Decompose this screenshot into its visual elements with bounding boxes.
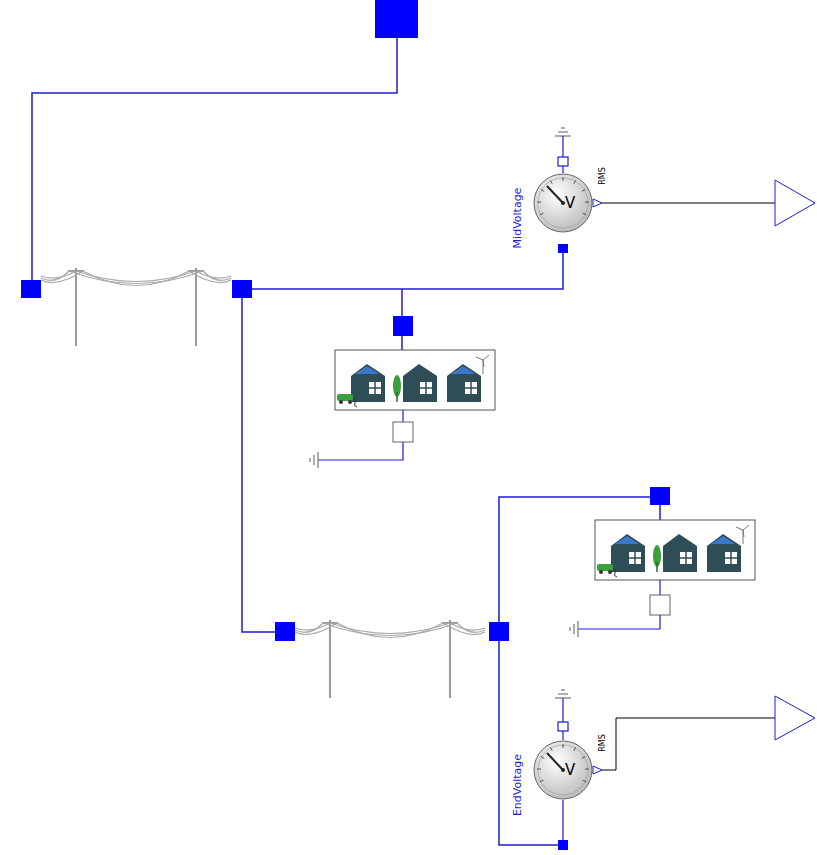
dial-tick xyxy=(541,756,544,758)
line-1 xyxy=(41,268,231,346)
dial-tick xyxy=(541,189,544,191)
voltmeter-dial xyxy=(533,173,593,233)
dial-ring xyxy=(538,178,588,228)
voltmeter-node: EndVoltageVRMS xyxy=(533,740,593,800)
outputs xyxy=(593,180,815,774)
line-2 xyxy=(295,620,485,698)
dial-tick xyxy=(550,180,552,183)
dial-hub xyxy=(561,201,565,205)
dial-tick xyxy=(537,201,541,202)
meter-rms-label: RMS xyxy=(599,734,607,752)
meter-rms-label: RMS xyxy=(599,167,607,185)
wires xyxy=(32,38,660,845)
connector-squares xyxy=(21,0,670,850)
dial-needle xyxy=(547,186,563,203)
dial-tick xyxy=(583,780,587,782)
dial-tick xyxy=(537,768,541,769)
dial-tick xyxy=(582,756,585,758)
dial-tick xyxy=(583,213,587,215)
dial-needle xyxy=(547,753,563,770)
dial-hub xyxy=(561,768,565,772)
dial-tick xyxy=(574,180,576,183)
dial-tick xyxy=(563,744,564,748)
houses-end xyxy=(595,520,755,580)
dial-tick xyxy=(582,189,585,191)
voltmeter-dial xyxy=(533,740,593,800)
dial-tick xyxy=(540,780,544,782)
meter-grounds xyxy=(555,128,571,840)
meter-name: MidVoltage xyxy=(512,188,523,249)
meter-name: EndVoltage xyxy=(512,754,523,816)
meter-symbol: V xyxy=(565,763,575,778)
dial-face xyxy=(534,741,592,799)
dial-tick xyxy=(574,747,576,750)
house-grounds xyxy=(310,410,670,637)
dial-tick xyxy=(550,747,552,750)
voltmeter-node: MidVoltageVRMS xyxy=(533,173,593,233)
meter-symbol: V xyxy=(565,196,575,211)
dial-tick xyxy=(563,177,564,181)
dial-tick xyxy=(540,213,544,215)
dial-face xyxy=(534,174,592,232)
dial-tick xyxy=(585,201,589,202)
dial-ring xyxy=(538,745,588,795)
dial-tick xyxy=(585,768,589,769)
houses-mid xyxy=(335,350,495,410)
